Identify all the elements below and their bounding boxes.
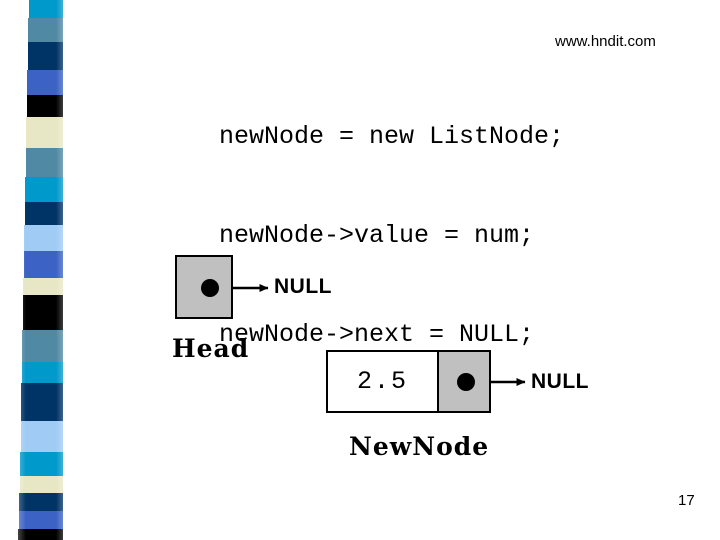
code-block: newNode = new ListNode; newNode->value =… [219,54,564,417]
newnode-pointer-dot-icon [457,373,475,391]
watermark-url: www.hndit.com [555,33,656,50]
newnode-value-cell: 2.5 [328,352,439,411]
newnode-box: 2.5 [326,350,491,413]
code-line-2: newNode->value = num; [219,221,535,250]
page-number: 17 [678,492,695,509]
head-pointer-dot-icon [201,279,219,297]
head-null-label: NULL [274,275,332,298]
code-line-1: newNode = new ListNode; [219,122,565,151]
head-label: Head [172,334,250,363]
newnode-null-label: NULL [531,370,589,393]
code-line-3: newNode->next = NULL; [219,320,535,349]
newnode-label: NewNode [349,432,490,461]
